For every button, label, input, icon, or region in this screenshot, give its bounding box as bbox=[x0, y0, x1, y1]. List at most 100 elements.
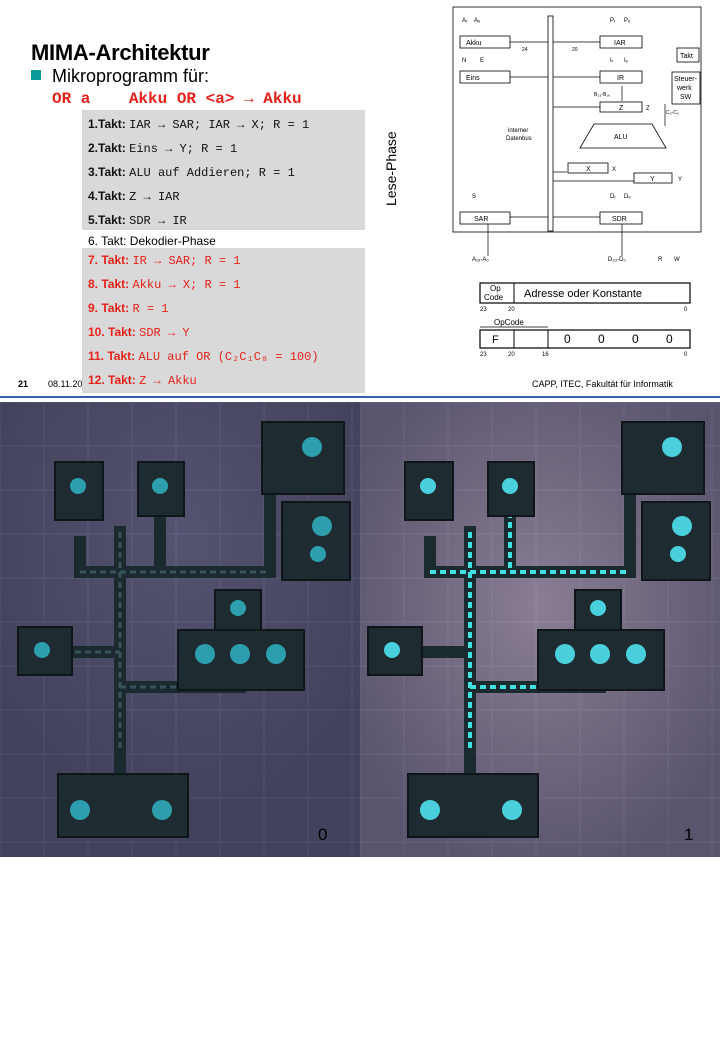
format2-zero-2: 0 bbox=[598, 332, 605, 346]
footer-institute: CAPP, ITEC, Fakultät für Informatik bbox=[532, 379, 673, 389]
signal-ie: Iₑ bbox=[624, 58, 629, 64]
signal-pr: Pᵣ bbox=[610, 18, 616, 24]
x-register bbox=[567, 162, 609, 174]
data-bus-label: D₂₃-D₀ bbox=[608, 257, 626, 263]
signal-y: Y bbox=[678, 177, 682, 183]
signal-dr: Dᵣ bbox=[610, 194, 616, 200]
signal-ae: Aₑ bbox=[474, 18, 481, 24]
iar-register-label: IAR bbox=[614, 40, 626, 47]
format2-bit-16: 16 bbox=[542, 352, 549, 358]
signal-de: Dₑ bbox=[624, 194, 631, 200]
x-register-label: X bbox=[586, 166, 591, 173]
akku-register-label: Akku bbox=[466, 40, 482, 47]
sdr-register bbox=[599, 211, 643, 225]
format1-bit-0: 0 bbox=[684, 307, 688, 313]
step-2: 2.Takt: Eins → Y; R = 1 bbox=[88, 141, 238, 156]
addr-width-label: 20 bbox=[572, 47, 578, 53]
fetch-phase-box bbox=[82, 110, 365, 230]
step-4: 4.Takt: Z → IAR bbox=[88, 189, 180, 204]
instruction-format-diagram: Op Code Adresse oder Konstante 23 20 0 O… bbox=[479, 282, 691, 358]
phase-side-label: Lese-Phase bbox=[383, 131, 399, 206]
y-register-label: Y bbox=[650, 176, 655, 183]
z-register-label: Z bbox=[619, 105, 624, 112]
diagram-frame bbox=[452, 6, 702, 233]
step-6-decode: 6. Takt: Dekodier-Phase bbox=[88, 234, 216, 248]
internal-bus-line bbox=[547, 15, 554, 232]
step-10: 10. Takt: SDR → Y bbox=[88, 325, 190, 340]
instruction-line: OR a Akku OR <a> → Akku bbox=[52, 90, 302, 108]
lecture-slide: MIMA-Architektur Mikroprogramm für: OR a… bbox=[0, 0, 720, 402]
bullet-square-icon bbox=[31, 70, 41, 80]
format1-op-2: Code bbox=[484, 293, 504, 302]
signal-z: Z bbox=[646, 106, 650, 112]
step-7: 7. Takt: IR → SAR; R = 1 bbox=[88, 253, 241, 268]
format1-bit-20: 20 bbox=[508, 307, 515, 313]
footer-page-number: 21 bbox=[18, 379, 29, 389]
bus-width-label: 24 bbox=[522, 47, 528, 53]
screenshot-label-1: 1 bbox=[684, 825, 693, 844]
format2-header: OpCode bbox=[494, 318, 524, 327]
format1-box bbox=[479, 282, 691, 304]
format2-bit-20: 20 bbox=[508, 352, 515, 358]
exec-phase-box bbox=[82, 248, 365, 393]
signal-e: E bbox=[480, 58, 484, 64]
signal-pe: Pₑ bbox=[624, 18, 631, 24]
format2-zero-4: 0 bbox=[666, 332, 673, 346]
mima-block-diagram: Akku IAR Eins IR Z ALU X Y SAR SDR Takt … bbox=[452, 6, 702, 263]
ir-register-label: IR bbox=[617, 75, 624, 82]
clock-box bbox=[676, 47, 700, 63]
format1-field: Adresse oder Konstante bbox=[524, 288, 642, 300]
y-register bbox=[633, 172, 673, 184]
step-9: 9. Takt: R = 1 bbox=[88, 301, 169, 316]
alu-unit bbox=[579, 123, 667, 149]
eins-register bbox=[459, 70, 511, 84]
alu-ctrl-label: C₂-C₀ bbox=[666, 110, 679, 116]
format1-op-1: Op bbox=[490, 284, 501, 293]
z-register bbox=[599, 101, 643, 113]
akku-register bbox=[459, 35, 511, 49]
bullet-text: Mikroprogramm für: bbox=[52, 66, 210, 86]
format2-box bbox=[479, 329, 691, 349]
eins-register-label: Eins bbox=[466, 75, 480, 82]
sdr-register-label: SDR bbox=[612, 216, 627, 223]
step-1: 1.Takt: IAR → SAR; IAR → X; R = 1 bbox=[88, 117, 310, 132]
signal-ar: Aᵣ bbox=[462, 18, 468, 24]
iar-register bbox=[599, 35, 643, 49]
step-5: 5.Takt: SDR → IR bbox=[88, 213, 187, 228]
control-unit-label-3: SW bbox=[680, 94, 692, 101]
computer-build-view-0: 0 bbox=[0, 402, 360, 857]
format2-zero-1: 0 bbox=[564, 332, 571, 346]
opcode-bits-label: B₂₃-B₁₆ bbox=[594, 92, 610, 98]
bus-label-2: Datenbus bbox=[506, 136, 532, 142]
format2-zero-3: 0 bbox=[632, 332, 639, 346]
addr-bus-label: A₁₉-A₀ bbox=[472, 257, 489, 263]
bus-label-1: interner bbox=[508, 128, 528, 134]
control-unit-label-1: Steuer- bbox=[674, 76, 698, 83]
game-screenshot-0: 0 bbox=[0, 402, 360, 857]
alu-label: ALU bbox=[614, 134, 628, 141]
signal-n: N bbox=[462, 58, 466, 64]
game-screenshot-1: 1 bbox=[360, 402, 720, 857]
step-11: 11. Takt: ALU auf OR (C₂C₁C₀ = 100) bbox=[88, 349, 319, 364]
step-8: 8. Takt: Akku → X; R = 1 bbox=[88, 277, 241, 292]
signal-ir: Iᵣ bbox=[610, 58, 614, 64]
clock-label: Takt bbox=[680, 53, 693, 60]
footer-date: 08.11.20 bbox=[48, 379, 83, 389]
slide-title: MIMA-Architektur bbox=[31, 40, 210, 65]
format1-bit-23: 23 bbox=[480, 307, 487, 313]
ir-register bbox=[599, 70, 643, 84]
sar-register bbox=[459, 211, 511, 225]
signal-x: X bbox=[612, 167, 616, 173]
micro-steps-panel: 1.Takt: IAR → SAR; IAR → X; R = 1 2.Takt… bbox=[82, 110, 365, 393]
format2-op: F bbox=[492, 334, 499, 346]
computer-build-view-1: 1 bbox=[360, 402, 720, 857]
signal-w: W bbox=[674, 257, 680, 263]
format2-bit-0: 0 bbox=[684, 352, 688, 358]
signal-s: S bbox=[472, 194, 476, 200]
signal-r: R bbox=[658, 257, 663, 263]
footer-divider bbox=[0, 396, 720, 398]
step-12: 12. Takt: Z → Akku bbox=[88, 373, 197, 388]
sar-register-label: SAR bbox=[474, 216, 488, 223]
screenshot-label-0: 0 bbox=[318, 825, 327, 844]
control-unit bbox=[671, 71, 701, 105]
